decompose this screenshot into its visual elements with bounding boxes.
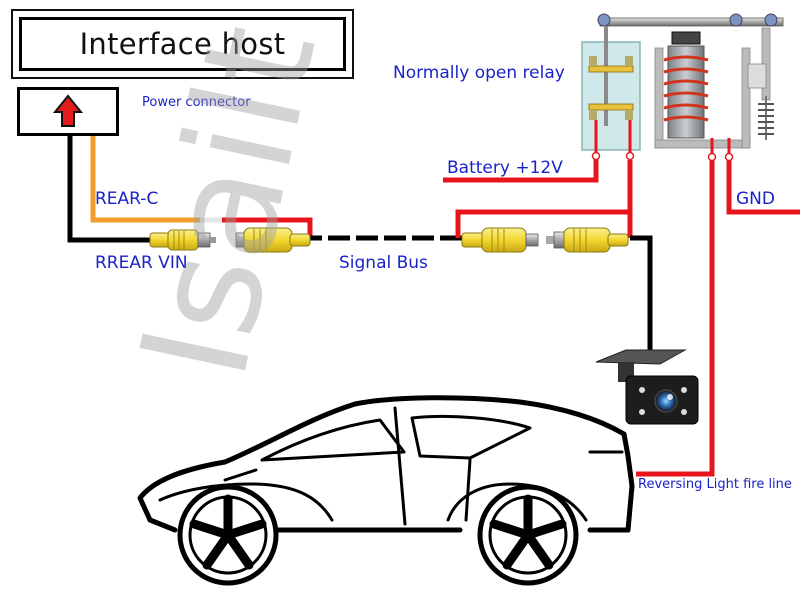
gnd-label: GND xyxy=(736,189,775,209)
power-connector-box xyxy=(17,87,119,136)
reversing-light-label: Reversing Light fire line xyxy=(638,477,792,492)
car-rear-wheel xyxy=(477,484,579,586)
red-wire-right-rca xyxy=(455,209,632,238)
interface-host-box: Interface host xyxy=(11,9,354,79)
relay-label: Normally open relay xyxy=(393,63,565,83)
rca-plug-icon xyxy=(461,227,539,253)
battery-label: Battery +12V xyxy=(447,158,563,178)
rca-plug-icon xyxy=(546,227,629,253)
red-wire-left-rca xyxy=(222,217,313,238)
rear-vin-label: RREAR VIN xyxy=(95,253,188,273)
car-front-wheel xyxy=(177,484,279,586)
car-outline-icon xyxy=(137,395,635,533)
interface-host-frame: Interface host xyxy=(19,17,346,71)
rca-plug-icon xyxy=(149,229,216,251)
battery-wire xyxy=(443,158,599,183)
orange-wire-rear-c xyxy=(90,136,200,223)
signal-bus-label: Signal Bus xyxy=(339,253,428,273)
black-wire-host xyxy=(67,136,152,243)
rear-c-label: REAR-C xyxy=(95,189,159,209)
reversing-light-wire xyxy=(636,160,715,477)
relay-icon xyxy=(581,13,784,162)
gnd-wire xyxy=(726,160,800,215)
backup-camera-icon xyxy=(595,349,699,425)
power-connector-label: Power connector xyxy=(142,95,251,110)
interface-host-title: Interface host xyxy=(79,27,286,61)
camera-wire xyxy=(630,235,653,358)
rca-plug-icon xyxy=(235,227,311,253)
up-arrow-icon xyxy=(52,94,84,127)
